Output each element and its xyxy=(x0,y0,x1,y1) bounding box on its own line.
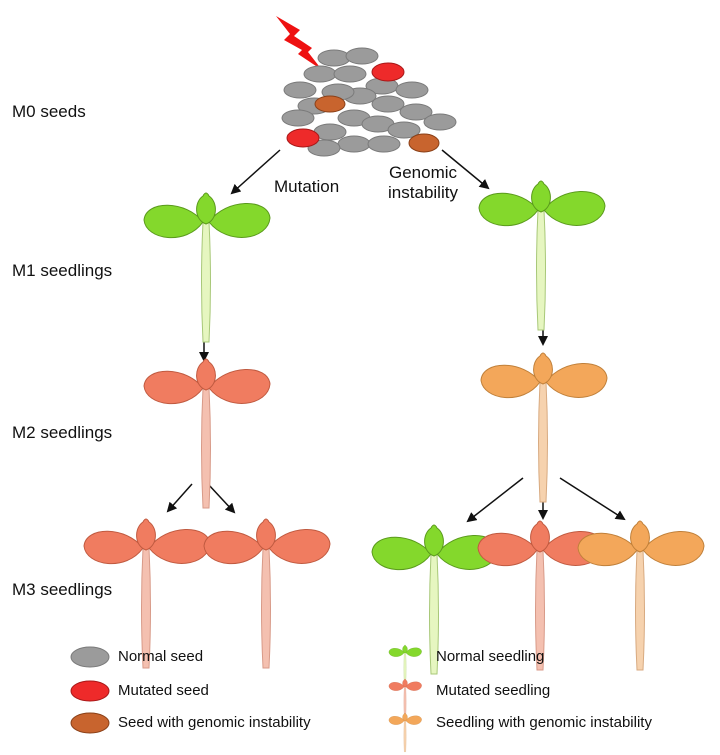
m1-normal-seedling-right xyxy=(478,180,606,331)
normal-seed xyxy=(345,47,379,65)
instability-seedling-icon xyxy=(388,712,422,752)
instability-seed xyxy=(408,133,440,153)
legend-instability-seedling: Seedling with genomic instability xyxy=(436,714,652,731)
normal-seedling-icon xyxy=(388,644,422,684)
normal-seed-icon xyxy=(70,646,110,668)
m2-instability-seedling xyxy=(480,352,608,503)
stage-label-m0: M0 seeds xyxy=(12,102,86,121)
normal-seed xyxy=(317,49,351,67)
normal-seed xyxy=(283,81,317,99)
instability-seed-icon xyxy=(70,712,110,734)
seed-pile xyxy=(281,47,457,157)
genomic-instability-label-line1: Genomic xyxy=(388,163,458,182)
stage-label-m3: M3 seedlings xyxy=(12,580,113,599)
genomic-instability-arrow xyxy=(441,149,490,190)
m2-to-m3-arrow xyxy=(207,483,236,514)
stage-label-m1: M1 seedlings xyxy=(12,261,113,280)
normal-seed xyxy=(371,95,405,113)
normal-seed xyxy=(387,121,421,139)
legend-instability-seed: Seed with genomic instability xyxy=(118,714,311,731)
mutated-seedling-icon xyxy=(388,678,422,718)
instability-seed xyxy=(314,95,346,113)
genomic-instability-label: Genomic instability xyxy=(378,163,468,203)
normal-seed xyxy=(281,109,315,127)
m2-to-m3-arrow xyxy=(559,477,626,521)
normal-seed xyxy=(307,139,341,157)
m2-to-m3-arrow xyxy=(466,477,524,523)
normal-seed xyxy=(367,135,401,153)
legend-mutated-seedling: Mutated seedling xyxy=(436,682,551,699)
normal-seed xyxy=(395,81,429,99)
normal-seed xyxy=(399,103,433,121)
m2-to-m3-arrow xyxy=(166,483,193,513)
legend-mutated-seed: Mutated seed xyxy=(118,682,209,699)
normal-seed xyxy=(337,135,371,153)
mutated-seed xyxy=(286,128,320,148)
stage-label-m2: M2 seedlings xyxy=(12,423,113,442)
legend-normal-seedling: Normal seedling xyxy=(436,648,545,665)
lightning-bolt-icon xyxy=(276,16,322,70)
mutated-seed-icon xyxy=(70,680,110,702)
mutation-arrow xyxy=(230,149,281,195)
mutated-seed xyxy=(371,62,405,82)
normal-seed xyxy=(333,65,367,83)
normal-seed xyxy=(423,113,457,131)
mutation-label: Mutation xyxy=(274,177,340,196)
m3-mutated-seedling xyxy=(203,518,331,669)
m1-normal-seedling-left xyxy=(143,192,271,343)
normal-seed xyxy=(303,65,337,83)
legend-normal-seed: Normal seed xyxy=(118,648,204,665)
genomic-instability-label-line2: instability xyxy=(388,183,458,202)
legend-symbols xyxy=(70,644,422,752)
m3-instability-seedling xyxy=(577,520,705,671)
m2-mutated-seedling xyxy=(143,358,271,509)
